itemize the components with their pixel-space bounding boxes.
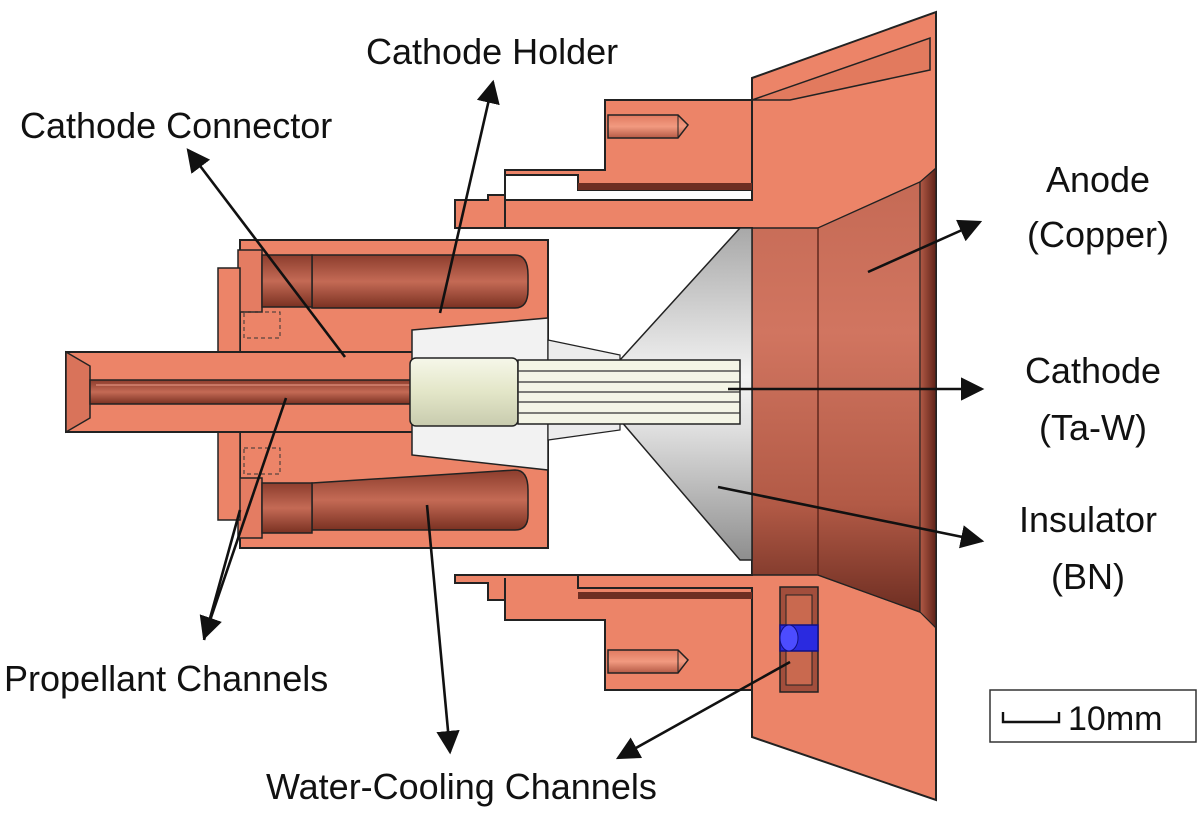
- propellant-bore: [89, 379, 417, 405]
- label-cathode-connector: Cathode Connector: [20, 105, 332, 146]
- arrow-insulator: [717, 485, 985, 549]
- arrow-cathode-connector: [186, 148, 347, 358]
- lower-holder-flange: [454, 574, 753, 691]
- lower-anode-bolt: [607, 649, 689, 674]
- label-insulator-material: (BN): [1051, 556, 1125, 597]
- cathode-connector: [65, 350, 417, 434]
- label-cathode-material: (Ta-W): [1039, 407, 1147, 448]
- scale-bar-label: 10mm: [1068, 700, 1162, 738]
- upper-holder-flange: [454, 99, 753, 229]
- arrow-water-cooling-right: [615, 660, 791, 760]
- lower-holder-bolt: [237, 447, 313, 539]
- leader-arrows: [186, 79, 985, 760]
- upper-anode-bolt: [607, 114, 689, 139]
- label-propellant-channels: Propellant Channels: [4, 658, 328, 699]
- arrow-anode: [867, 219, 983, 274]
- scale-bar-box: [989, 689, 1197, 743]
- label-anode: Anode: [1046, 159, 1150, 200]
- label-water-cooling-channels: Water-Cooling Channels: [266, 766, 657, 807]
- upper-cooling-bore: [311, 254, 529, 309]
- arrow-propellant-upper: [199, 397, 288, 641]
- label-cathode: Cathode: [1025, 350, 1161, 391]
- scale-bar: 10mm: [989, 689, 1197, 743]
- label-anode-material: (Copper): [1027, 214, 1169, 255]
- scale-bar-ruler: [1001, 712, 1061, 724]
- arrow-water-cooling-left: [425, 504, 460, 755]
- arrow-cathode-holder: [438, 79, 500, 314]
- label-insulator: Insulator: [1019, 499, 1157, 540]
- lower-cooling-bore: [311, 469, 529, 531]
- anode-body: [504, 10, 937, 802]
- label-cathode-holder: Cathode Holder: [366, 31, 618, 72]
- anode-cooling-slot: [779, 586, 819, 693]
- cathode-base: [409, 357, 519, 427]
- cathode-rods: [409, 357, 741, 427]
- arrow-propellant-lower: [202, 509, 242, 641]
